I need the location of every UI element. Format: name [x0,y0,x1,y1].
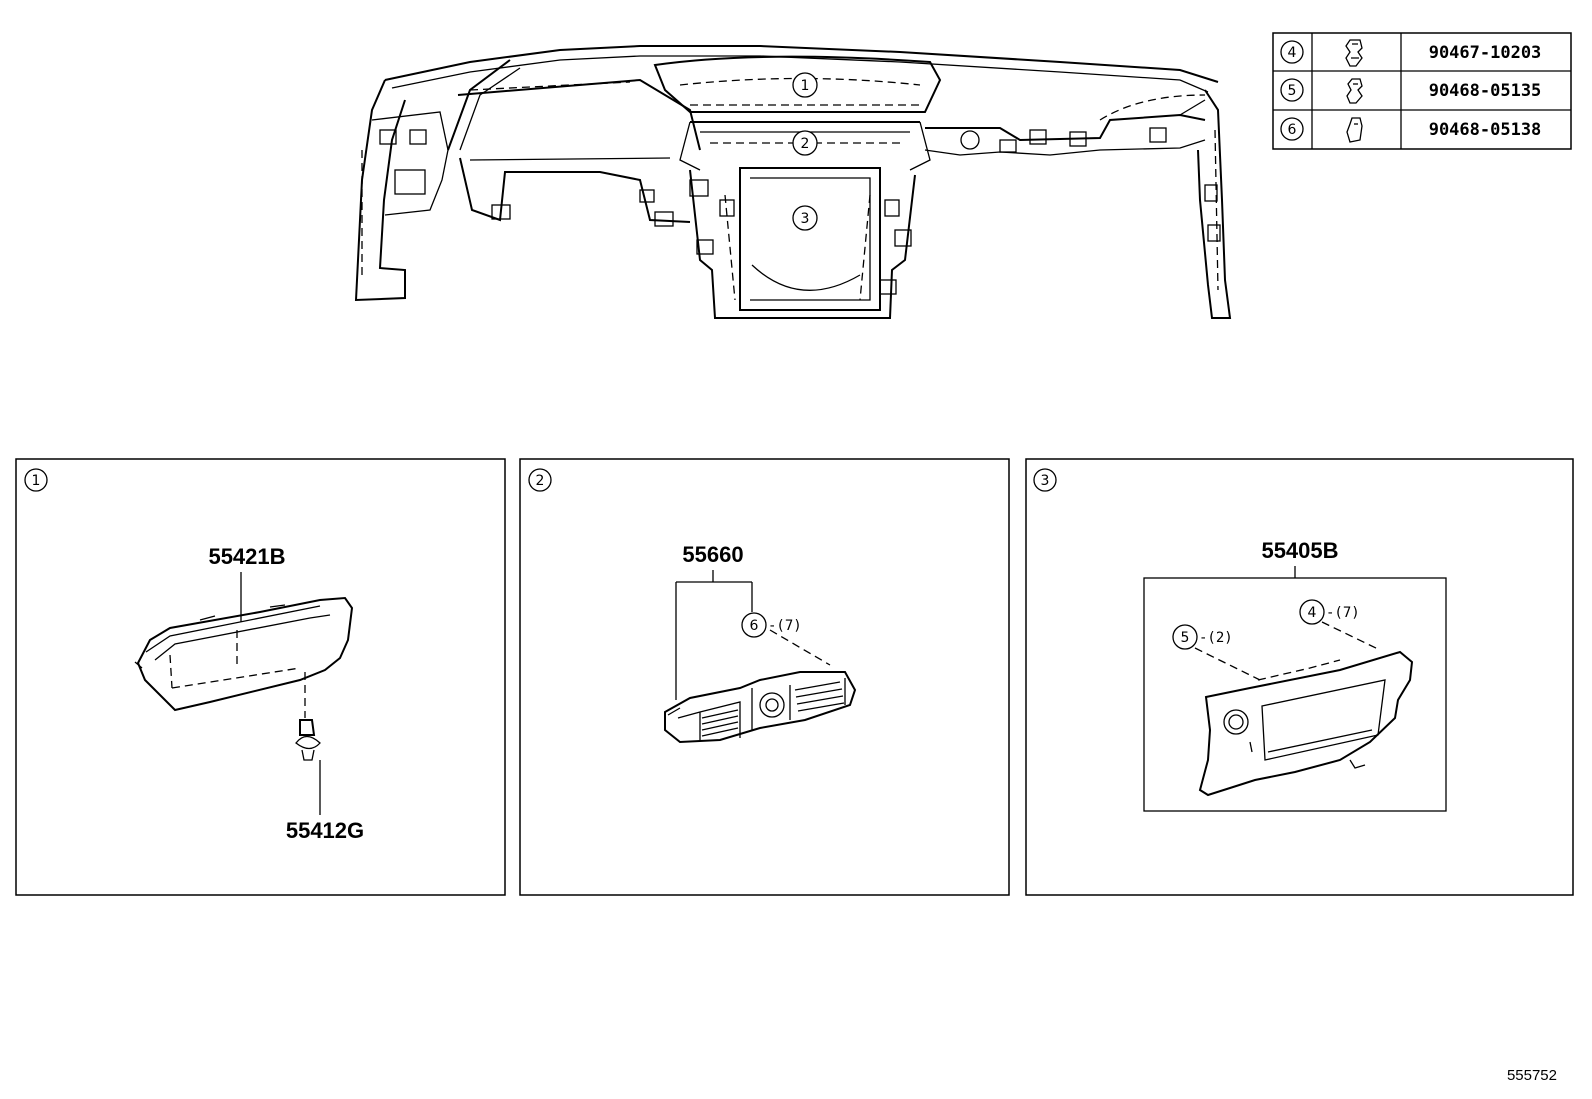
panel-number: 2 [536,473,545,489]
panel-number-badge: 3 [1033,468,1057,492]
callout-number: 3 [801,211,810,227]
table-row: 4 90467-10203 [1280,39,1542,67]
clip-55412G-drawing [295,719,321,761]
panel-number: 3 [1041,473,1050,489]
cluster-hood-drawing [134,596,354,712]
table-row: 6 90468-05138 [1280,117,1542,143]
detail-panel-3: 3 55405B 4 -(7) 5 -(2) [1025,458,1574,896]
clip-icon [1345,39,1363,67]
overview-callout-2[interactable]: 2 [792,130,818,156]
callout-6[interactable]: 6 -(7) [741,612,802,638]
clip-icon [1346,117,1363,143]
ref-number: 4 [1288,45,1297,61]
callout-quantity: -(2) [1199,630,1233,646]
detail-panel-1: 1 55421B 55412G [15,458,506,896]
callout-number: 2 [801,136,810,152]
part-number: 90468-05135 [1429,81,1542,101]
dashboard-overview [354,45,1232,319]
ref-number: 5 [1288,83,1297,99]
panel-number: 1 [32,473,41,489]
callout-5[interactable]: 5 -(2) [1172,624,1233,650]
part-label-55421B[interactable]: 55421B [208,544,285,569]
callout-number: 6 [750,618,759,634]
fastener-table: 4 90467-10203 5 90468-05135 6 90468-0513 [1272,32,1572,150]
part-number: 90467-10203 [1429,43,1542,63]
overview-callout-3[interactable]: 3 [792,205,818,231]
clip-icon [1346,78,1363,104]
part-label-55405B[interactable]: 55405B [1261,538,1338,563]
table-row: 5 90468-05135 [1280,78,1542,104]
part-number: 90468-05138 [1429,120,1542,140]
part-label-55660[interactable]: 55660 [682,542,743,567]
air-vent-drawing [664,671,857,744]
overview-callout-1[interactable]: 1 [792,72,818,98]
panel-number-badge: 2 [528,468,552,492]
diagram-id: 555752 [1507,1067,1557,1084]
callout-number: 4 [1308,605,1317,621]
detail-panel-2: 2 55660 6 -(7) [519,458,1010,896]
callout-quantity: -(7) [768,618,802,634]
callout-number: 1 [801,78,810,94]
part-label-55412G[interactable]: 55412G [286,818,364,843]
panel-number-badge: 1 [24,468,48,492]
callout-4[interactable]: 4 -(7) [1299,599,1360,625]
callout-number: 5 [1181,630,1190,646]
callout-quantity: -(7) [1326,605,1360,621]
ref-number: 6 [1288,122,1297,138]
center-cluster-panel-drawing [1198,650,1414,797]
